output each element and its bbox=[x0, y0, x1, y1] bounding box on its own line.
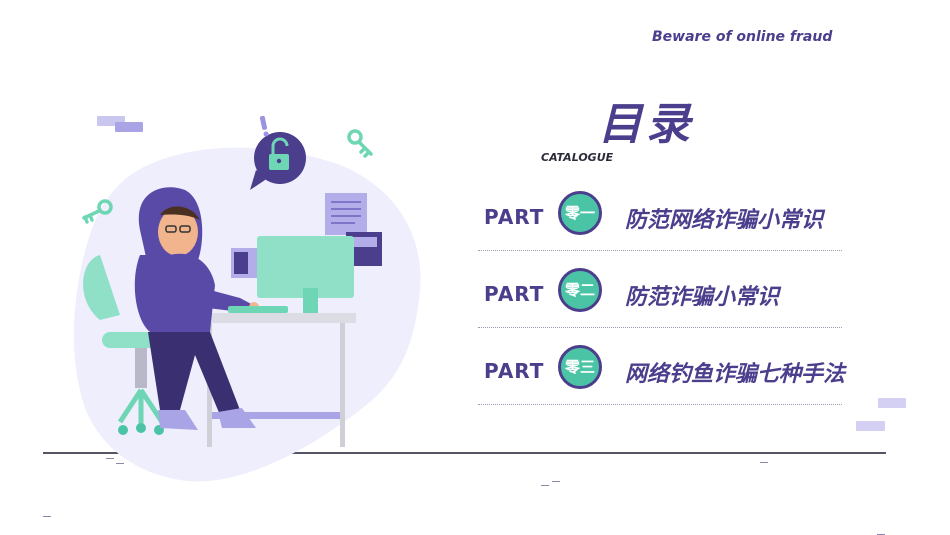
laptop-icon bbox=[228, 306, 288, 313]
dash-mark bbox=[43, 516, 51, 517]
catalog-item-3[interactable]: PART 零三 网络钓鱼诈骗七种手法 bbox=[478, 338, 868, 405]
dotted-divider bbox=[478, 404, 842, 405]
hacker-illustration bbox=[73, 115, 421, 482]
deco-bar bbox=[115, 122, 143, 132]
document-icon bbox=[325, 193, 367, 235]
key-icon bbox=[347, 129, 373, 158]
catalog-item-title: 网络钓鱼诈骗七种手法 bbox=[625, 362, 846, 387]
dotted-divider bbox=[478, 327, 842, 328]
deco-bar bbox=[856, 421, 885, 431]
part-label: PART bbox=[484, 282, 545, 306]
catalog-item-title: 防范诈骗小常识 bbox=[625, 285, 780, 310]
dash-mark bbox=[116, 463, 124, 464]
dash-mark bbox=[552, 481, 560, 482]
monitor-icon bbox=[257, 236, 354, 298]
dash-mark bbox=[760, 462, 768, 463]
dash-mark bbox=[106, 458, 114, 459]
dash-mark bbox=[541, 485, 549, 486]
part-number-badge: 零一 bbox=[558, 191, 602, 235]
catalog-item-2[interactable]: PART 零二 防范诈骗小常识 bbox=[478, 261, 868, 328]
catalog-item-title: 防范网络诈骗小常识 bbox=[625, 208, 824, 233]
part-label: PART bbox=[484, 205, 545, 229]
part-label: PART bbox=[484, 359, 545, 383]
desk-icon bbox=[198, 313, 356, 323]
part-number-badge: 零三 bbox=[558, 345, 602, 389]
key-icon bbox=[82, 199, 113, 224]
dotted-divider bbox=[478, 250, 842, 251]
deco-bar bbox=[878, 398, 906, 408]
deco-bar bbox=[97, 116, 125, 126]
page-title: 目录 bbox=[598, 99, 694, 150]
catalog-item-1[interactable]: PART 零一 防范网络诈骗小常识 bbox=[478, 184, 868, 251]
tagline: Beware of online fraud bbox=[652, 29, 833, 45]
ground-line bbox=[43, 452, 886, 454]
part-number-badge: 零二 bbox=[558, 268, 602, 312]
catalogue-subtitle: CATALOGUE bbox=[541, 151, 614, 164]
lock-icon bbox=[250, 115, 306, 190]
hacker-person-icon bbox=[134, 187, 259, 430]
